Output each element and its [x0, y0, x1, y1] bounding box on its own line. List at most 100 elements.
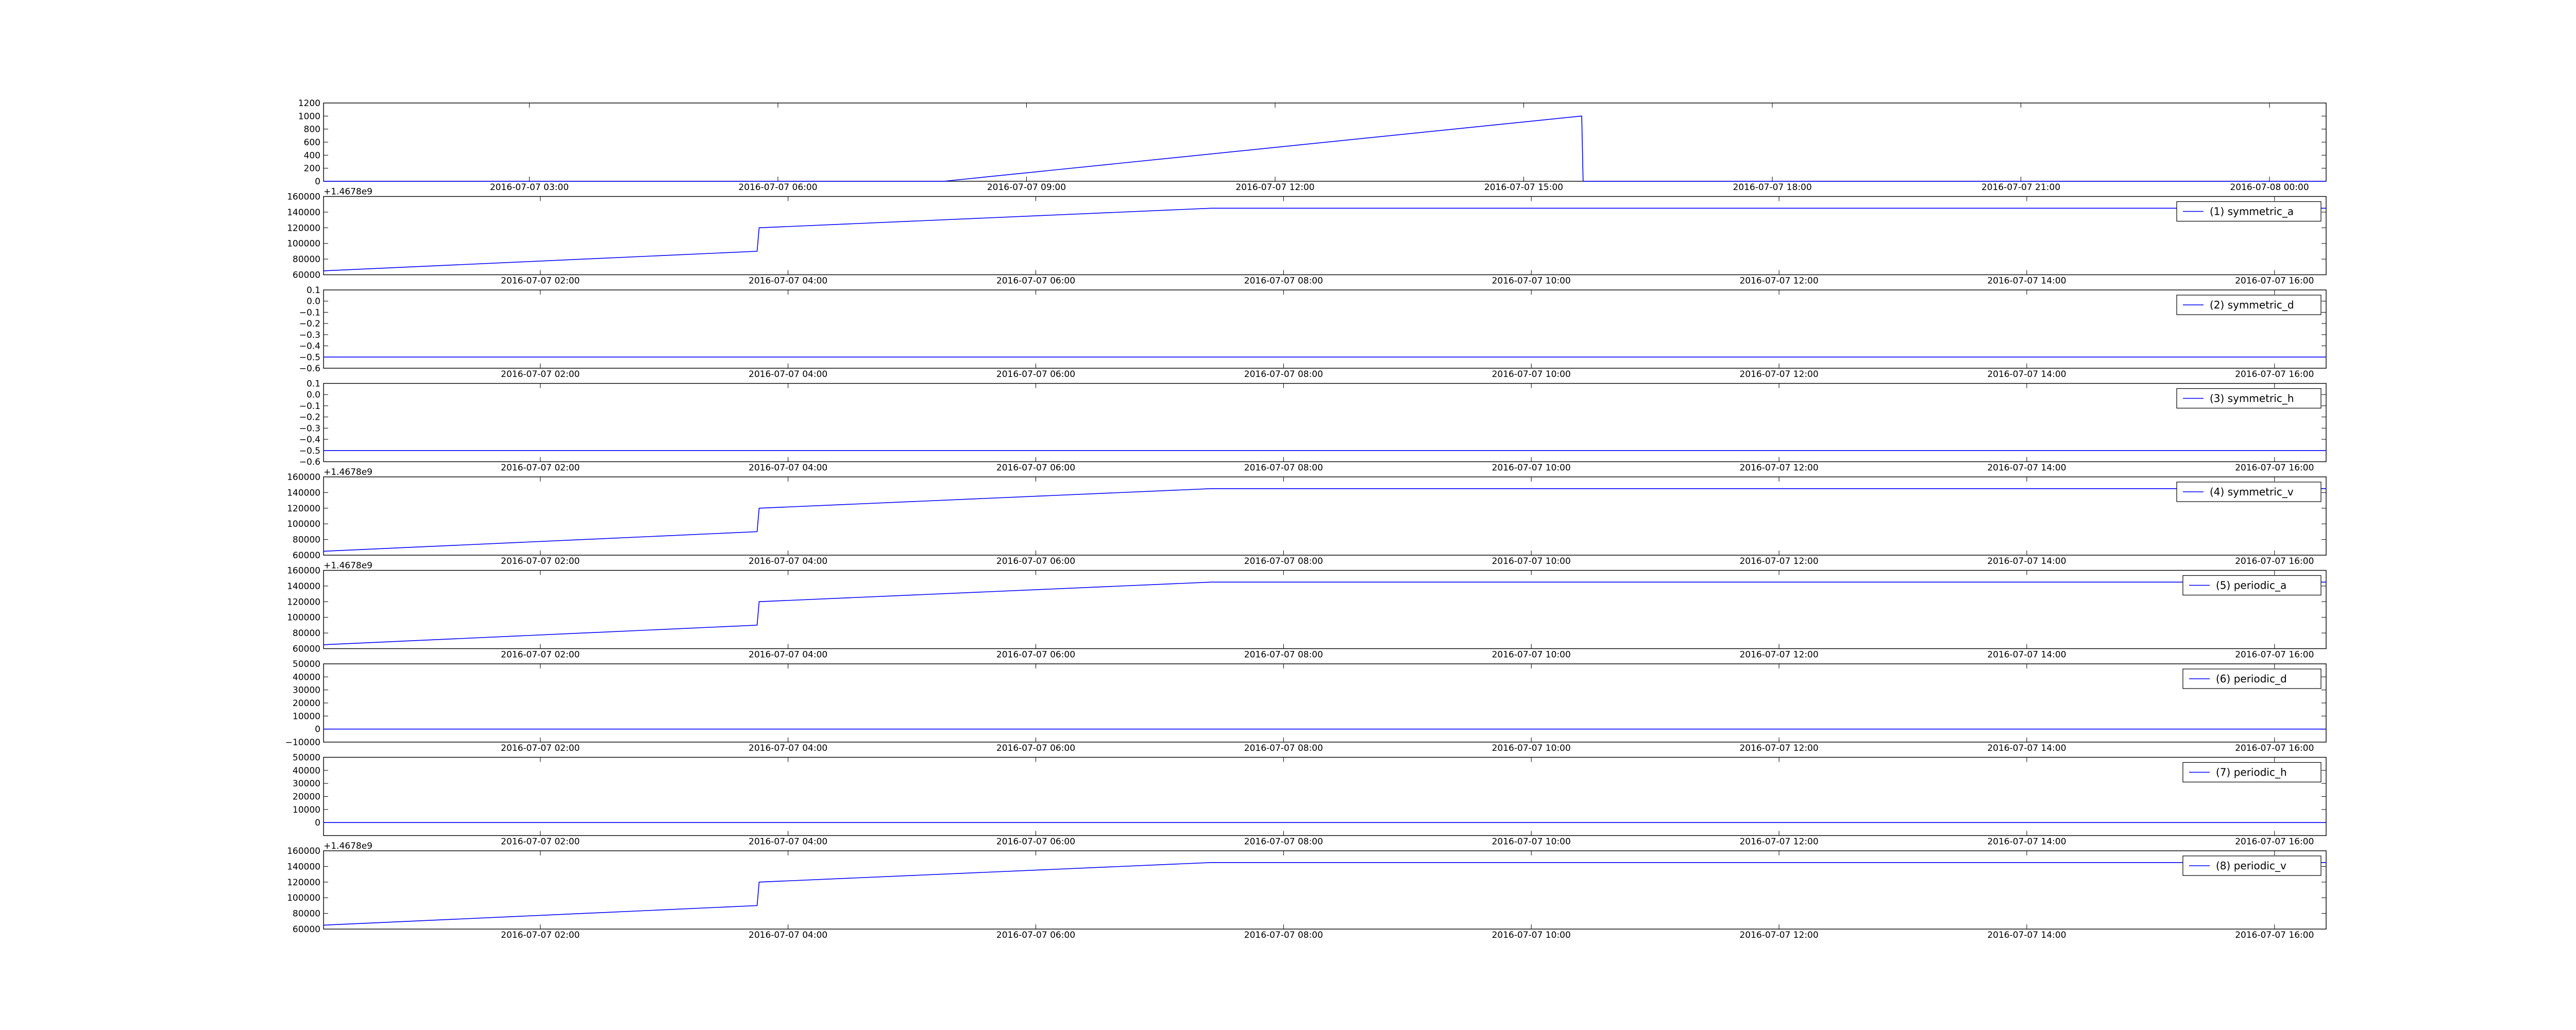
- y-tick-label: 1000: [298, 111, 320, 122]
- y-tick-label: 160000: [287, 192, 320, 202]
- axis-offset-label: +1.4678e9: [324, 467, 372, 477]
- y-tick-label: 0: [315, 818, 320, 828]
- plot-frame: [323, 850, 2327, 930]
- x-tick-label: 2016-07-07 08:00: [1244, 650, 1323, 660]
- legend: (5) periodic_a: [2182, 575, 2321, 596]
- x-tick-label: 2016-07-07 12:00: [1739, 743, 1818, 753]
- x-tick-label: 2016-07-07 14:00: [1987, 837, 2066, 847]
- plot-frame: [323, 289, 2327, 369]
- x-tick-label: 2016-07-07 02:00: [501, 369, 580, 380]
- x-tick-label: 2016-07-07 06:00: [996, 463, 1075, 473]
- y-tick-label: 0.0: [307, 297, 320, 307]
- y-tick-label: 40000: [293, 766, 320, 776]
- legend-label: (6) periodic_d: [2216, 673, 2287, 685]
- y-tick-label: 100000: [287, 519, 320, 529]
- y-tick-label: 100000: [287, 239, 320, 249]
- subplot-2: 60000800001000001200001400001600002016-0…: [287, 187, 2327, 286]
- x-tick-label: 2016-07-07 06:00: [996, 837, 1075, 847]
- x-tick-label: 2016-07-07 04:00: [749, 650, 827, 660]
- x-tick-label: 2016-07-07 14:00: [1987, 930, 2066, 940]
- x-tick-label: 2016-07-07 12:00: [1739, 930, 1818, 940]
- y-tick-label: 0: [315, 725, 320, 735]
- x-tick-label: 2016-07-08 00:00: [2230, 182, 2309, 193]
- y-tick-label: 120000: [287, 597, 320, 607]
- y-tick-label: 80000: [293, 909, 320, 919]
- legend: (1) symmetric_a: [2176, 201, 2321, 222]
- y-tick-label: 140000: [287, 581, 320, 592]
- y-tick-label: 0.1: [307, 379, 320, 389]
- y-tick-label: 20000: [293, 792, 320, 802]
- x-tick-label: 2016-07-07 08:00: [1244, 369, 1323, 380]
- y-tick-label: −10000: [285, 737, 320, 748]
- x-tick-label: 2016-07-07 14:00: [1987, 369, 2066, 380]
- plot-frame: [323, 476, 2327, 556]
- y-tick-label: −0.5: [299, 352, 320, 363]
- subplot-4: −0.6−0.5−0.4−0.3−0.2−0.10.00.12016-07-07…: [299, 379, 2327, 473]
- x-tick-label: 2016-07-07 06:00: [996, 743, 1075, 753]
- legend-label: (5) periodic_a: [2216, 579, 2286, 592]
- y-tick-label: 100000: [287, 613, 320, 623]
- y-tick-label: 200: [304, 164, 320, 174]
- x-tick-label: 2016-07-07 06:00: [996, 930, 1075, 940]
- y-tick-label: 140000: [287, 862, 320, 872]
- x-tick-label: 2016-07-07 14:00: [1987, 650, 2066, 660]
- legend-label: (1) symmetric_a: [2210, 205, 2294, 218]
- y-tick-label: 60000: [293, 270, 320, 281]
- y-tick-label: −0.6: [299, 457, 320, 468]
- x-tick-label: 2016-07-07 08:00: [1244, 837, 1323, 847]
- legend: (4) symmetric_v: [2176, 482, 2321, 502]
- y-tick-label: −0.3: [299, 423, 320, 434]
- x-tick-label: 2016-07-07 12:00: [1739, 556, 1818, 566]
- axis-offset-label: +1.4678e9: [324, 561, 372, 571]
- x-tick-label: 2016-07-07 08:00: [1244, 556, 1323, 566]
- subplot-9: 60000800001000001200001400001600002016-0…: [287, 841, 2327, 940]
- x-tick-label: 2016-07-07 16:00: [2235, 276, 2314, 286]
- x-tick-label: 2016-07-07 02:00: [501, 650, 580, 660]
- x-tick-label: 2016-07-07 12:00: [1235, 182, 1314, 193]
- x-tick-label: 2016-07-07 12:00: [1739, 463, 1818, 473]
- legend-label: (4) symmetric_v: [2210, 486, 2294, 498]
- x-tick-label: 2016-07-07 10:00: [1492, 743, 1571, 753]
- x-tick-label: 2016-07-07 12:00: [1739, 837, 1818, 847]
- y-tick-label: 140000: [287, 488, 320, 498]
- legend: (7) periodic_h: [2182, 762, 2321, 783]
- subplot-6: 60000800001000001200001400001600002016-0…: [287, 561, 2327, 660]
- x-tick-label: 2016-07-07 16:00: [2235, 463, 2314, 473]
- y-tick-label: −0.1: [299, 307, 320, 318]
- x-tick-label: 2016-07-07 02:00: [501, 743, 580, 753]
- x-tick-label: 2016-07-07 08:00: [1244, 743, 1323, 753]
- y-tick-label: 30000: [293, 779, 320, 789]
- x-tick-label: 2016-07-07 18:00: [1733, 182, 1811, 193]
- x-tick-label: 2016-07-07 10:00: [1492, 556, 1571, 566]
- subplot-5: 60000800001000001200001400001600002016-0…: [287, 467, 2327, 566]
- y-tick-label: 160000: [287, 472, 320, 483]
- plot-frame: [323, 383, 2327, 462]
- x-tick-label: 2016-07-07 12:00: [1739, 650, 1818, 660]
- y-tick-label: 40000: [293, 672, 320, 682]
- y-tick-label: 0.0: [307, 390, 320, 400]
- x-tick-label: 2016-07-07 16:00: [2235, 743, 2314, 753]
- x-tick-label: 2016-07-07 09:00: [987, 182, 1066, 193]
- subplot-7: −10000010000200003000040000500002016-07-…: [285, 659, 2327, 753]
- x-tick-label: 2016-07-07 16:00: [2235, 650, 2314, 660]
- legend-label: (2) symmetric_d: [2210, 299, 2294, 311]
- x-tick-label: 2016-07-07 04:00: [749, 463, 827, 473]
- x-tick-label: 2016-07-07 10:00: [1492, 837, 1571, 847]
- x-tick-label: 2016-07-07 06:00: [996, 369, 1075, 380]
- x-tick-label: 2016-07-07 12:00: [1739, 276, 1818, 286]
- y-tick-label: −0.3: [299, 330, 320, 340]
- x-tick-label: 2016-07-07 04:00: [749, 369, 827, 380]
- y-tick-label: −0.4: [299, 341, 320, 352]
- y-tick-label: 50000: [293, 659, 320, 670]
- series-line: [323, 862, 2326, 926]
- y-tick-label: 100000: [287, 893, 320, 903]
- y-tick-label: −0.1: [299, 401, 320, 411]
- plot-frame: [323, 663, 2327, 743]
- x-tick-label: 2016-07-07 04:00: [749, 743, 827, 753]
- x-tick-label: 2016-07-07 12:00: [1739, 369, 1818, 380]
- series-line: [323, 488, 2326, 552]
- x-tick-label: 2016-07-07 04:00: [749, 556, 827, 566]
- series-line: [324, 115, 2326, 182]
